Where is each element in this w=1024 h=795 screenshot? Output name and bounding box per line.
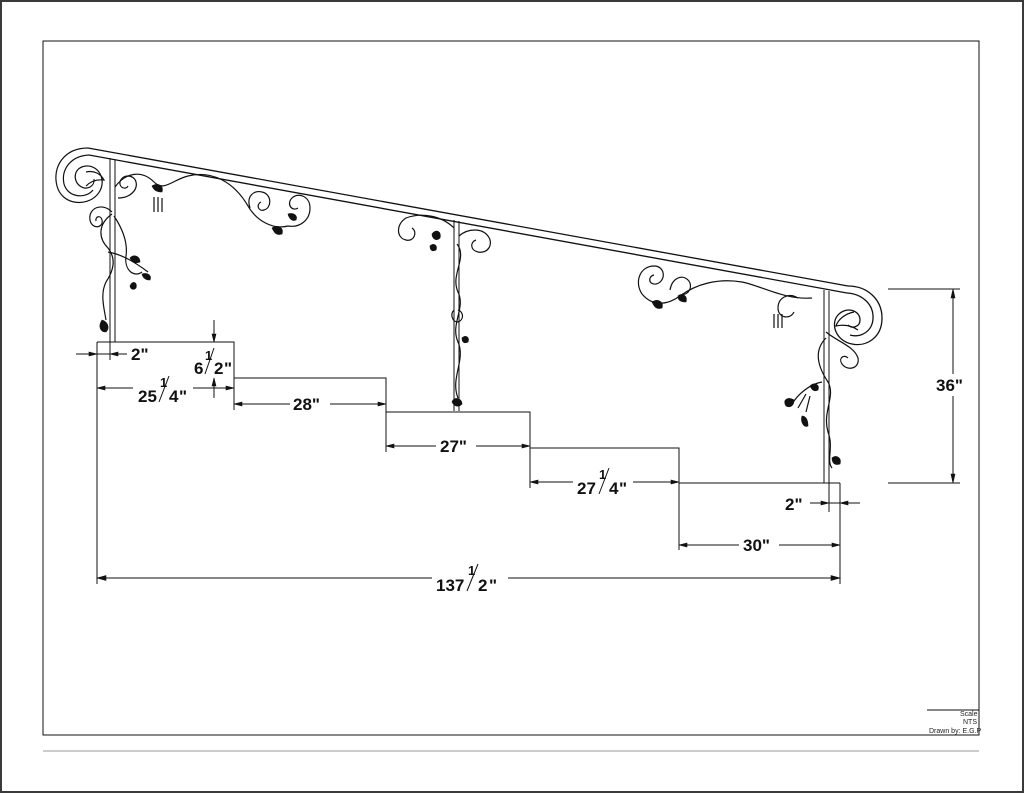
right-post bbox=[823, 290, 830, 483]
svg-text:1: 1 bbox=[599, 467, 606, 482]
svg-text:6: 6 bbox=[194, 359, 203, 378]
dim-first-tread: 25 1 4 " bbox=[138, 375, 187, 406]
svg-text:2: 2 bbox=[478, 576, 487, 595]
svg-text:": " bbox=[179, 387, 187, 406]
dim-third-tread: 27" bbox=[440, 437, 467, 456]
middle-post bbox=[453, 220, 460, 411]
svg-text:1: 1 bbox=[160, 375, 167, 390]
dim-left-offset: 2" bbox=[131, 345, 149, 364]
left-post bbox=[109, 158, 116, 342]
scale-value: NTS bbox=[963, 719, 977, 726]
title-block: Scale NTS Drawn by: E.G.P bbox=[927, 709, 981, 735]
scale-label: Scale bbox=[960, 711, 978, 718]
dim-rail-height: 36" bbox=[936, 376, 963, 395]
dim-right-offset: 2" bbox=[785, 495, 803, 514]
dim-second-tread: 28" bbox=[293, 395, 320, 414]
svg-text:27: 27 bbox=[577, 479, 596, 498]
handrail bbox=[55, 147, 883, 346]
svg-text:4: 4 bbox=[609, 479, 619, 498]
svg-text:": " bbox=[489, 576, 497, 595]
dim-total-run: 137 1 2 " bbox=[436, 563, 497, 595]
svg-text:": " bbox=[224, 359, 232, 378]
dim-last-tread: 30" bbox=[743, 536, 770, 555]
scrollwork-ornament bbox=[89, 173, 859, 469]
svg-text:1: 1 bbox=[205, 348, 212, 363]
svg-text:": " bbox=[619, 479, 627, 498]
drawn-by: Drawn by: E.G.P bbox=[929, 728, 981, 735]
dim-fourth-tread: 27 1 4 " bbox=[577, 467, 627, 498]
svg-text:1: 1 bbox=[468, 563, 475, 578]
dim-riser-height: 6 1 2 " bbox=[194, 347, 232, 378]
svg-text:2: 2 bbox=[214, 359, 223, 378]
svg-text:137: 137 bbox=[436, 576, 464, 595]
drawing-border bbox=[42, 40, 980, 736]
svg-text:4: 4 bbox=[169, 387, 179, 406]
svg-text:25: 25 bbox=[138, 387, 157, 406]
